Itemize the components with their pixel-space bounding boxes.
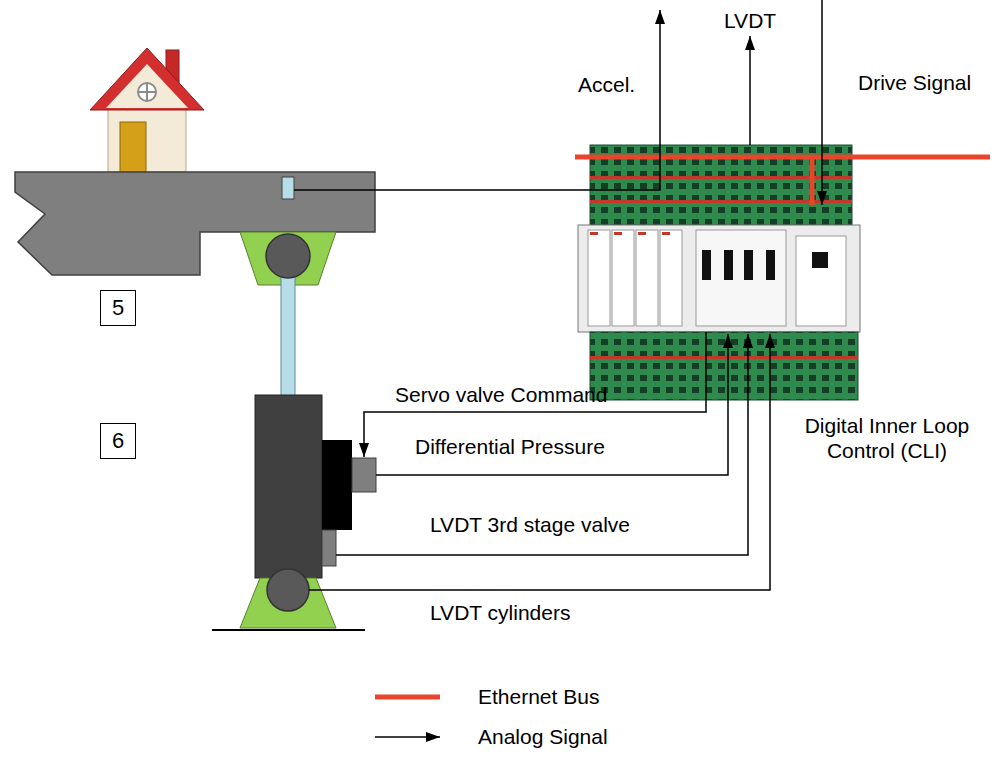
callout-box: 6 [100,423,136,459]
house-gable [106,64,188,108]
terminal-stripe [590,176,852,179]
house-icon [90,48,204,172]
module-card [660,230,682,326]
module-face [578,225,860,332]
module-card [612,230,634,326]
module-card [796,236,846,326]
terminal-stripe [590,200,852,203]
upper-hinge [240,232,336,285]
signal-label: LVDT 3rd stage valve [430,512,630,537]
piston-rod [281,270,295,400]
lower-hinge [240,578,336,628]
cylinder-lvdt-signal [309,334,770,590]
signal-label: Differential Pressure [415,434,605,459]
module-led [638,232,646,235]
window-cross [139,84,155,100]
signal-label: Drive Signal [858,70,971,95]
house-wall [108,98,186,172]
lvdt-signal [749,36,751,145]
signal-label: LVDT cylinders [430,600,570,625]
legend-text: Ethernet Bus [478,684,599,709]
callout-number: 6 [112,428,124,454]
module-card [588,230,610,326]
module-led [614,232,622,235]
callout-number: 5 [112,295,124,321]
module-led [662,232,670,235]
house-window [138,83,156,101]
module-slot [744,250,753,280]
controller-label: Digital Inner Loop Control (CLI) [786,413,988,463]
module-card [696,230,786,326]
house-roof [90,48,204,110]
servo-valve-body [322,440,352,530]
module-slot [724,250,733,280]
valve-lvdt [322,530,336,566]
house-door [120,122,146,172]
valve-lvdt-signal [336,334,748,555]
pressure-signal [376,334,728,475]
legend-text: Analog Signal [478,724,608,749]
terminal-stripe [590,356,858,359]
accelerometer [282,177,294,199]
module-port [812,252,828,268]
terminal-strip [590,145,852,225]
servo-valve [352,458,376,492]
house-chimney [166,50,179,84]
bridge-deck [15,172,375,275]
drive-signal [821,0,823,205]
signal-sample [375,736,440,738]
accel-signal [294,10,660,190]
signal-label: Accel. [578,72,635,97]
ethernet-bus [575,155,990,160]
actuator-cylinder [255,395,322,578]
controller-module [578,145,860,400]
module-led [590,232,598,235]
bus-sample [375,695,440,700]
lower-pin [267,569,309,611]
ground-line [212,629,365,631]
callout-box: 5 [100,290,136,326]
upper-pin [266,234,310,278]
ethernet-drop [810,157,815,205]
module-card [636,230,658,326]
signal-label: LVDT [724,8,776,33]
terminal-strip [590,332,858,400]
module-slot [702,250,711,280]
module-slot [766,250,775,280]
signal-label: Servo valve Command [395,382,607,407]
